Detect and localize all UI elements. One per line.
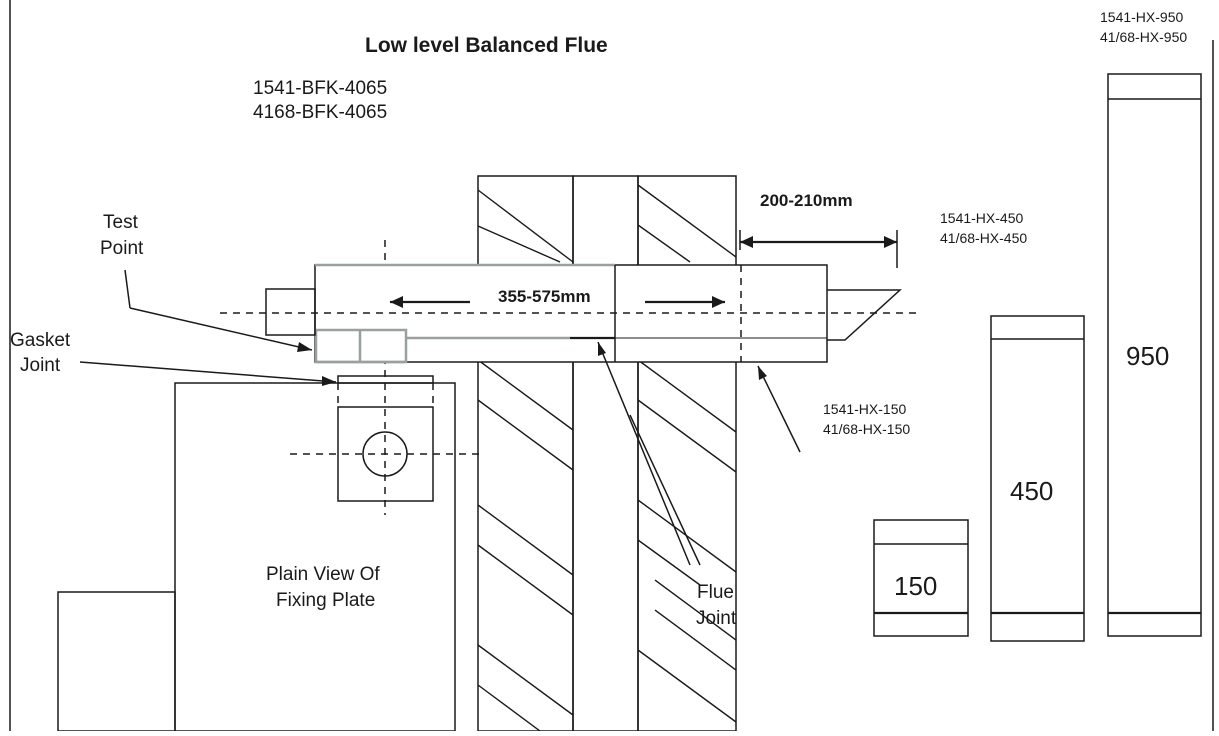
svg-text:1541-HX-150: 1541-HX-150 xyxy=(823,401,906,417)
extension-950-label: 950 xyxy=(1126,341,1169,371)
svg-text:Point: Point xyxy=(100,238,144,259)
flue-pipe xyxy=(220,263,920,364)
dimension-wall-to-terminal-text: 200-210mm xyxy=(760,191,853,210)
label-gasket-joint: Gasket Joint xyxy=(10,330,337,386)
label-plain-view: Plain View Of Fixing Plate xyxy=(266,564,380,611)
svg-text:1541-HX-450: 1541-HX-450 xyxy=(940,210,1023,226)
dimension-flue-length: 355-575mm xyxy=(390,287,725,308)
label-hx-450: 1541-HX-450 41/68-HX-450 xyxy=(940,210,1027,246)
boiler-side-box xyxy=(57,591,176,732)
diagram-title: Low level Balanced Flue xyxy=(365,34,608,57)
svg-text:Joint: Joint xyxy=(696,608,737,629)
svg-text:Gasket: Gasket xyxy=(10,330,71,351)
svg-text:Joint: Joint xyxy=(20,355,61,376)
svg-text:Plain View Of: Plain View Of xyxy=(266,564,380,585)
kit-code-1: 1541-BFK-4065 xyxy=(253,78,387,99)
gasket-ring xyxy=(337,375,434,384)
dimension-flue-length-text: 355-575mm xyxy=(498,287,591,306)
label-hx-150: 1541-HX-150 41/68-HX-150 xyxy=(757,365,910,453)
extension-150: 150 xyxy=(873,519,969,637)
extension-950: 950 xyxy=(1107,73,1202,637)
flue-stub-left xyxy=(265,288,316,336)
label-hx-950: 1541-HX-950 41/68-HX-950 xyxy=(1100,9,1187,45)
dimension-wall-to-terminal: 200-210mm xyxy=(739,191,898,268)
svg-text:Fixing Plate: Fixing Plate xyxy=(276,590,375,611)
svg-text:Test: Test xyxy=(103,212,139,233)
svg-text:Flue: Flue xyxy=(697,582,734,603)
svg-text:41/68-HX-450: 41/68-HX-450 xyxy=(940,230,1027,246)
svg-text:1541-HX-950: 1541-HX-950 xyxy=(1100,9,1183,25)
extension-450: 450 xyxy=(990,315,1085,642)
label-test-point: Test Point xyxy=(100,212,313,352)
extension-450-label: 450 xyxy=(1010,476,1053,506)
label-flue-joint: Flue Joint xyxy=(597,341,737,629)
extension-150-label: 150 xyxy=(894,571,937,601)
wall-section xyxy=(477,175,737,732)
flue-terminal xyxy=(827,289,902,341)
svg-text:41/68-HX-950: 41/68-HX-950 xyxy=(1100,29,1187,45)
svg-text:41/68-HX-150: 41/68-HX-150 xyxy=(823,421,910,437)
kit-code-2: 4168-BFK-4065 xyxy=(253,102,387,123)
